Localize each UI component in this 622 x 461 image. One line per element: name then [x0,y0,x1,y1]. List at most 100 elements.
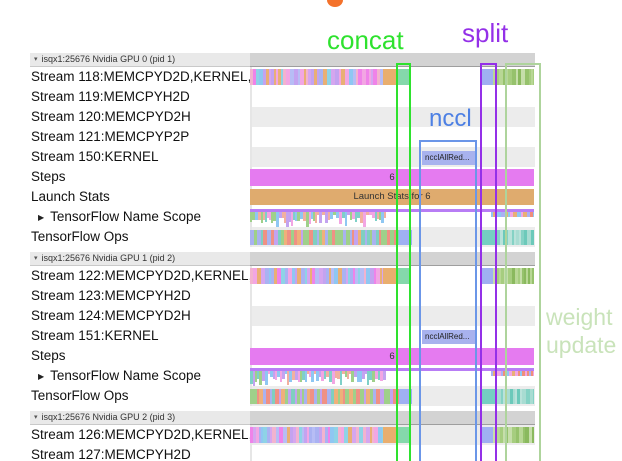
weight-update-activity-bar[interactable] [493,268,534,284]
row-label: Stream 151:KERNEL [0,326,250,346]
name-scope-right-bars[interactable] [491,371,534,376]
timeline-track[interactable]: ncclAllRed... [250,326,535,346]
trace-row: Stream 118:MEMCPYD2D,KERNEL,ME [0,67,535,87]
timeline-track[interactable] [250,425,535,445]
row-label: Stream 127:MEMCPYH2D [0,445,250,461]
timeline-track[interactable]: 6 [250,346,535,366]
stream-orange-op-bar[interactable] [383,69,397,85]
gpu-section-title: ▾isqx1:25676 Nvidia GPU 0 (pid 1) [30,53,250,67]
ops-blue-op-bar[interactable] [399,389,412,404]
gpu-section-header-track [250,252,535,266]
name-scope-top-bar[interactable] [250,209,534,212]
row-label: Stream 118:MEMCPYD2D,KERNEL,ME [0,67,250,87]
trace-row: Stream 126:MEMCPYD2D,KERNEL,MI [0,425,535,445]
timeline-track[interactable]: ncclAllRed... [250,147,535,167]
ops-activity-bar[interactable] [250,230,399,245]
gpu-section-header[interactable]: ▾isqx1:25676 Nvidia GPU 1 (pid 2) [0,252,535,266]
nccl-allreduce-bar[interactable]: ncclAllRed... [422,330,476,344]
annotation-split: split [462,18,509,48]
row-label[interactable]: ▶TensorFlow Name Scope [0,207,250,227]
row-label: Stream 126:MEMCPYD2D,KERNEL,MI [0,425,250,445]
timeline-track[interactable] [250,207,535,227]
nccl-allreduce-bar[interactable]: ncclAllRed... [422,151,476,165]
row-label: Stream 123:MEMCPYH2D [0,286,250,306]
launch-stats-bar[interactable]: Launch Stats for 6 [250,189,534,205]
timeline-track[interactable] [250,386,535,406]
timeline-track[interactable]: 6 [250,167,535,187]
trace-row: Stream 119:MEMCPYH2D [0,87,535,107]
stream-activity-bar[interactable] [250,69,383,85]
gpu-section-title: ▾isqx1:25676 Nvidia GPU 2 (pid 3) [30,411,250,425]
gpu-section-title: ▾isqx1:25676 Nvidia GPU 1 (pid 2) [30,252,250,266]
row-label: Stream 119:MEMCPYH2D [0,87,250,107]
ops-teal-striped-bar[interactable] [497,230,534,245]
ops-teal-op-bar[interactable] [481,389,497,404]
row-label[interactable]: ▶TensorFlow Name Scope [0,366,250,386]
steps-bar[interactable]: 6 [250,169,534,186]
steps-bar[interactable]: 6 [250,348,534,365]
collapse-arrow-icon: ▾ [34,255,38,262]
split-op-bar[interactable] [481,268,493,284]
trace-row: ▶TensorFlow Name Scope [0,366,535,386]
gpu-section-header[interactable]: ▾isqx1:25676 Nvidia GPU 2 (pid 3) [0,411,535,425]
name-scope-drip-bars[interactable] [250,371,386,386]
trace-row: Stream 124:MEMCPYD2H [0,306,535,326]
trace-row: Stream 122:MEMCPYD2D,KERNEL,MI [0,266,535,286]
row-label: Stream 150:KERNEL [0,147,250,167]
trace-rows: ▾isqx1:25676 Nvidia GPU 0 (pid 1)Stream … [0,53,535,461]
stream-activity-bar[interactable] [250,268,383,284]
row-label: TensorFlow Ops [0,386,250,406]
annotation-weight-update: weight update [546,304,617,358]
timeline-track[interactable]: Launch Stats for 6 [250,187,535,207]
concat-op-bar[interactable] [397,69,411,85]
ops-blue-op-bar[interactable] [399,230,412,245]
gpu-section-header-track [250,53,535,67]
trace-row: ▶TensorFlow Name Scope [0,207,535,227]
row-label: Steps [0,167,250,187]
weight-update-activity-bar[interactable] [493,69,534,85]
trace-row: Stream 121:MEMCPYP2P [0,127,535,147]
concat-op-bar[interactable] [397,268,411,284]
annotation-concat: concat [327,25,404,55]
split-op-bar[interactable] [481,69,493,85]
trace-row: TensorFlow Ops [0,227,535,247]
name-scope-drip-bars[interactable] [250,212,386,227]
timeline-track[interactable] [250,87,535,107]
timeline-track[interactable] [250,445,535,461]
row-label: Stream 120:MEMCPYD2H [0,107,250,127]
timeline-track[interactable] [250,127,535,147]
annotation-nccl: nccl [429,105,472,132]
timeline-track[interactable] [250,67,535,87]
timeline-track[interactable] [250,107,535,127]
trace-row: Stream 123:MEMCPYH2D [0,286,535,306]
timeline-track[interactable] [250,366,535,386]
timeline-track[interactable] [250,286,535,306]
concat-op-bar[interactable] [397,427,411,443]
row-label: Stream 124:MEMCPYD2H [0,306,250,326]
stream-orange-op-bar[interactable] [383,268,397,284]
gpu-section-header-track [250,411,535,425]
trace-row: Stream 151:KERNEL ncclAllRed... [0,326,535,346]
ops-activity-bar[interactable] [250,389,399,404]
ops-teal-striped-bar[interactable] [497,389,534,404]
stream-orange-op-bar[interactable] [383,427,397,443]
row-label: Stream 122:MEMCPYD2D,KERNEL,MI [0,266,250,286]
collapse-arrow-icon: ▾ [34,56,38,63]
ops-teal-op-bar[interactable] [481,230,497,245]
timeline-track[interactable] [250,266,535,286]
gpu-section-header[interactable]: ▾isqx1:25676 Nvidia GPU 0 (pid 1) [0,53,535,67]
timeline-track[interactable] [250,306,535,326]
weight-update-activity-bar[interactable] [493,427,534,443]
name-scope-right-bars[interactable] [491,212,534,217]
split-op-bar[interactable] [481,427,493,443]
trace-row: Stream 150:KERNEL ncclAllRed... [0,147,535,167]
name-scope-top-bar[interactable] [250,368,534,371]
timeline-track[interactable] [250,227,535,247]
row-label: Stream 121:MEMCPYP2P [0,127,250,147]
expand-arrow-icon: ▶ [38,213,45,222]
stream-activity-bar[interactable] [250,427,383,443]
